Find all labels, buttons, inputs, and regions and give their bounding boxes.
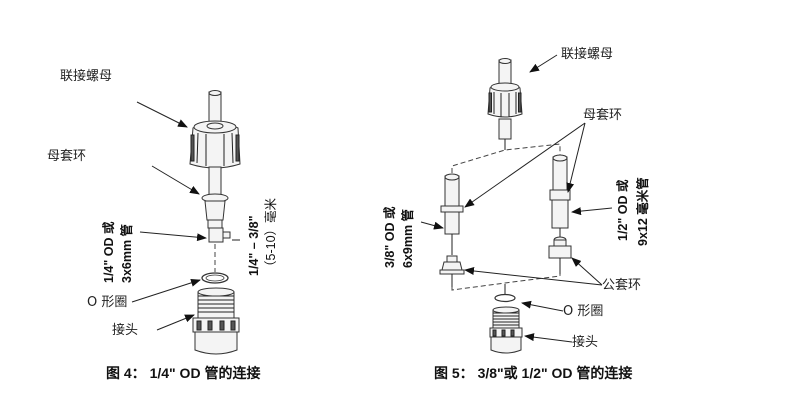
fig5-label-male-ferrule: 公套环 — [602, 278, 642, 293]
fig4-label-range-line2: （5-10）毫米 — [264, 197, 278, 273]
fig4-label-female-ferrule: 母套环 — [47, 149, 87, 164]
fig4-label-o-ring: O 形圈 — [87, 295, 128, 310]
fig5-label-right-tube-line2: 9x12 毫米管 — [636, 177, 650, 246]
fig5-branch-top — [451, 143, 561, 181]
fig4-label-tube-size-line2: 3x6mm 管 — [120, 223, 134, 283]
fig4-label-tube-size-line1: 1/4" OD 或 — [102, 221, 116, 284]
figure4-assembly — [189, 90, 241, 355]
fig4-insert — [208, 227, 231, 243]
figure4-leaders — [131, 101, 240, 331]
figure5-assembly — [439, 58, 572, 354]
fig5-left-male-ferrule — [439, 255, 465, 287]
fig4-tube-mid — [208, 166, 222, 198]
fig5-label-female-ferrule: 母套环 — [583, 108, 623, 123]
fig4-union-nut — [189, 120, 241, 169]
fig5-o-ring — [494, 293, 516, 303]
figure4-caption: 图 4： 1/4" OD 管的连接 — [106, 365, 261, 381]
fig5-label-right-tube-line1: 1/2" OD 或 — [616, 179, 630, 242]
fig5-branch-bottom — [451, 274, 561, 291]
fig4-label-range-line1: 1/4" – 3/8" — [247, 215, 261, 276]
figure5-caption: 图 5： 3/8"或 1/2" OD 管的连接 — [434, 365, 633, 381]
fig5-right-tube — [549, 154, 571, 238]
fig4-label-union-nut: 联接螺母 — [60, 69, 113, 84]
fig5-label-union-nut: 联接螺母 — [561, 47, 614, 62]
fig4-tube-top — [208, 90, 222, 127]
fig5-label-o-ring: O 形圈 — [563, 304, 604, 319]
fig5-label-left-tube-line1: 3/8" OD 或 — [383, 206, 397, 269]
fig5-label-left-tube-line2: 6x9mm 管 — [401, 208, 415, 268]
fig4-label-fitting: 接头 — [112, 323, 139, 338]
fig5-union-nut — [487, 82, 523, 118]
fig5-label-fitting: 接头 — [572, 335, 599, 350]
fig4-female-ferrule — [201, 193, 229, 229]
fig5-left-tube — [440, 173, 464, 255]
fig5-fitting — [489, 306, 523, 354]
fig4-fitting — [192, 287, 240, 355]
fig5-right-male-ferrule — [548, 236, 572, 274]
figure5-leaders — [420, 54, 613, 343]
